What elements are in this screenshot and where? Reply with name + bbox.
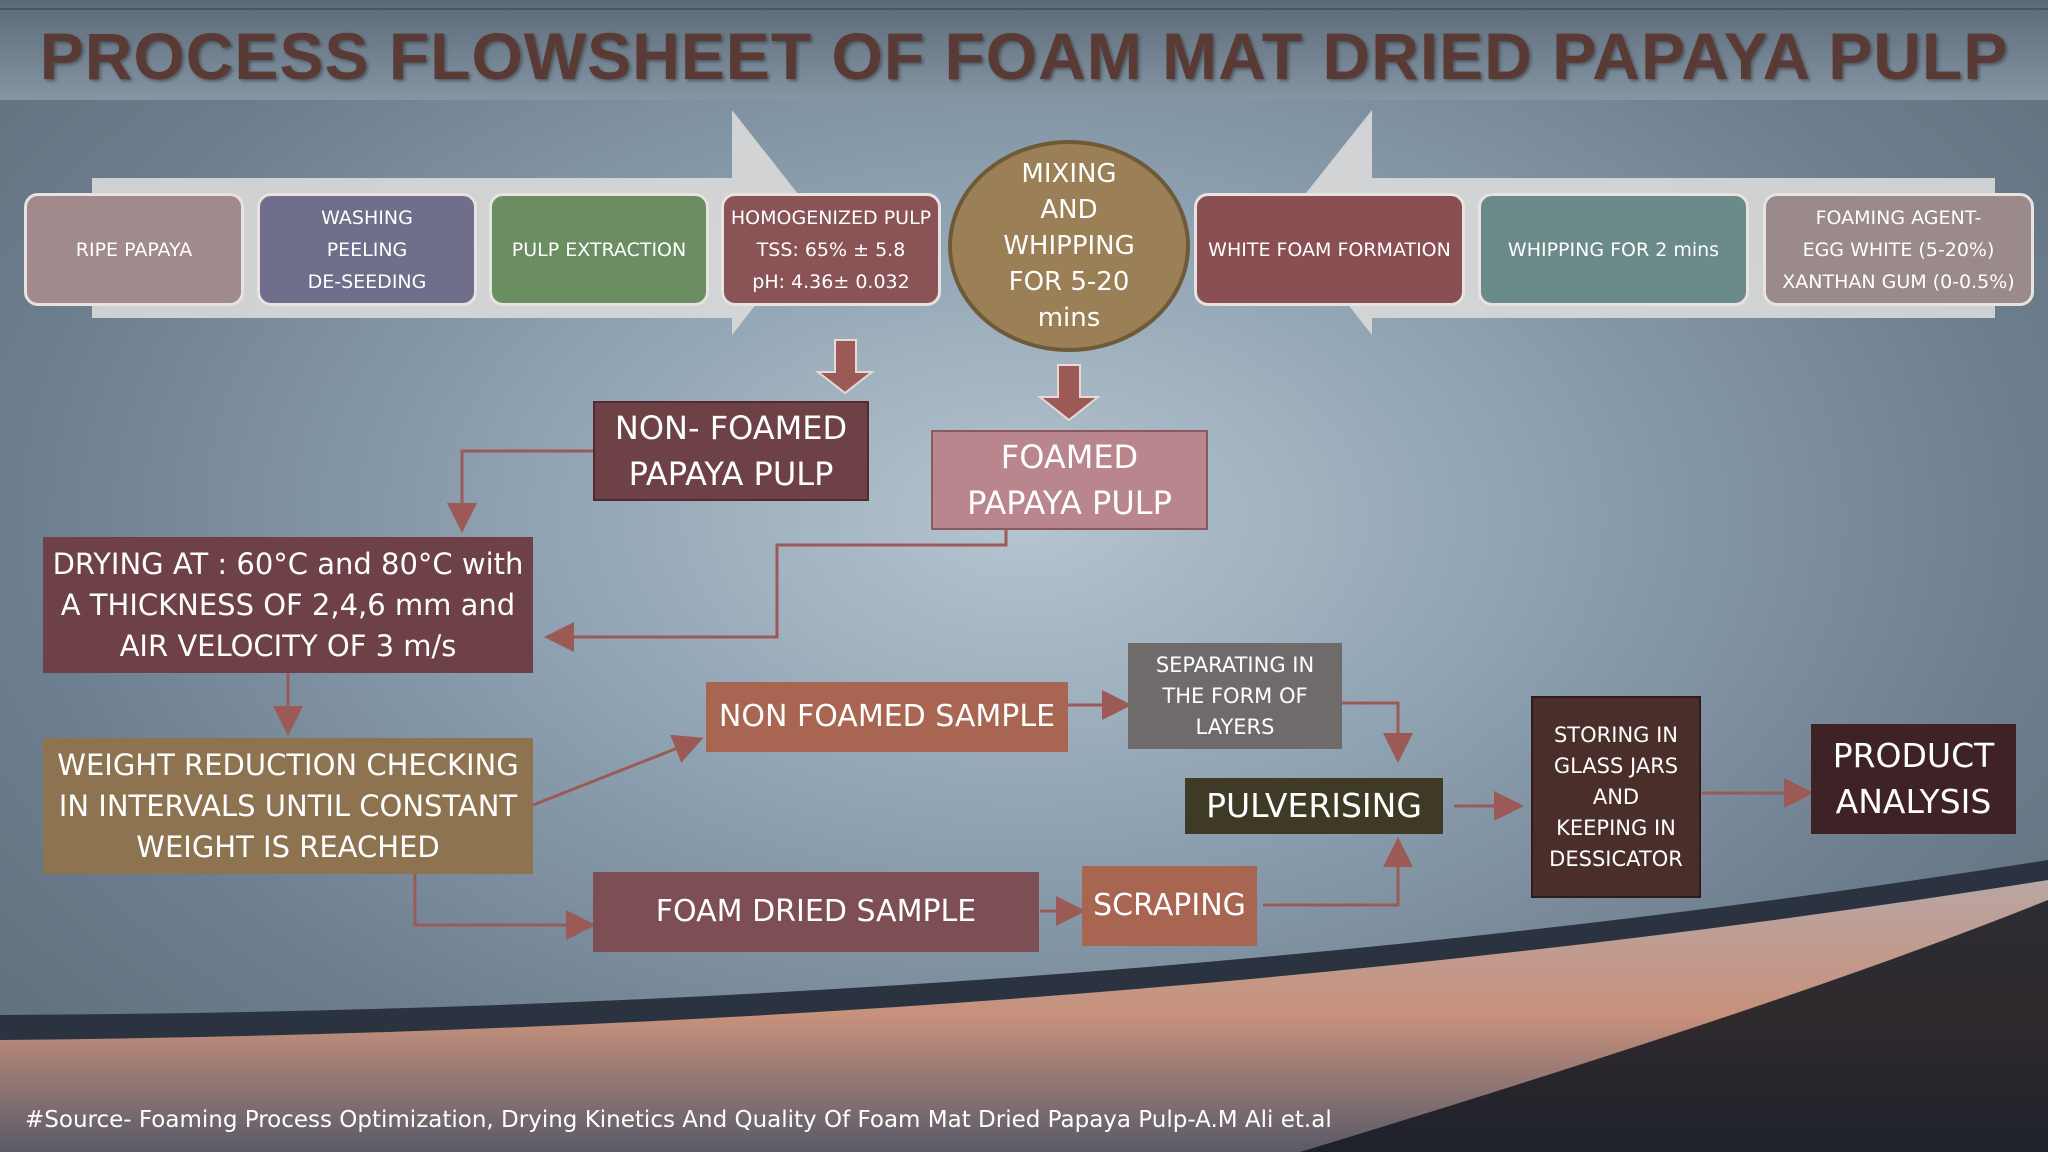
node-non-foamed-sample: NON FOAMED SAMPLE [706,682,1068,752]
node-non-foamed-papaya-pulp: NON- FOAMED PAPAYA PULP [593,401,869,501]
connector-weight-to-nonfoamed-sample [532,734,704,807]
connector-scraping-to-pulverising [1263,837,1413,907]
node-foamed-papaya-pulp: FOAMED PAPAYA PULP [931,430,1208,530]
connector-separating-to-pulverising [1342,701,1413,763]
node-weight-reduction: WEIGHT REDUCTION CHECKING IN INTERVALS U… [43,738,533,874]
node-storing: STORING IN GLASS JARS AND KEEPING IN DES… [1531,696,1701,898]
node-foam-dried-sample: FOAM DRIED SAMPLE [593,872,1039,952]
page-title: PROCESS FLOWSHEET OF FOAM MAT DRIED PAPA… [39,19,2009,93]
source-citation: #Source- Foaming Process Optimization, D… [25,1107,1332,1133]
step-homogenized-pulp: HOMOGENIZED PULP TSS: 65% ± 5.8 pH: 4.36… [721,193,941,306]
connector-weight-to-foamdried [413,874,596,940]
step-ripe-papaya: RIPE PAPAYA [24,193,244,306]
step-white-foam-formation: WHITE FOAM FORMATION [1194,193,1465,306]
step-pulp-extraction: PULP EXTRACTION [489,193,709,306]
node-pulverising: PULVERISING [1185,778,1443,834]
step-washing: WASHING PEELING DE-SEEDING [257,193,477,306]
down-arrow-mixing [1037,364,1101,422]
down-arrow-homogenized [815,339,875,395]
title-bar [0,0,2048,100]
title-bar-rule [0,8,2048,10]
step-whipping-2-mins: WHIPPING FOR 2 mins [1478,193,1749,306]
node-scraping: SCRAPING [1082,866,1257,946]
node-separating-layers: SEPARATING IN THE FORM OF LAYERS [1128,643,1342,749]
node-product-analysis: PRODUCT ANALYSIS [1811,724,2016,834]
connector-nonfoamed-to-drying [447,449,593,533]
step-foaming-agent: FOAMING AGENT- EGG WHITE (5-20%) XANTHAN… [1763,193,2034,306]
node-drying-conditions: DRYING AT : 60°C and 80°C with A THICKNE… [43,537,533,673]
step-mixing-whipping: MIXING AND WHIPPING FOR 5-20 mins [948,140,1190,352]
connector-foamed-to-drying [544,530,1008,652]
